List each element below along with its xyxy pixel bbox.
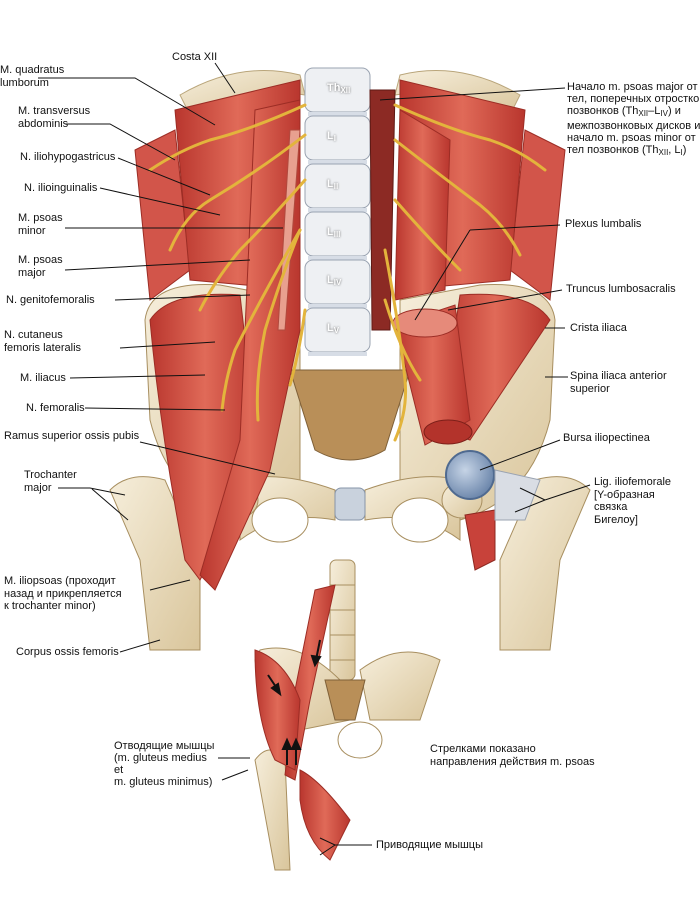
transversus-abdominis-muscle — [134, 129, 566, 301]
intervertebral-disc-3 — [308, 208, 367, 212]
label-quadratus-lumborum: M. quadratus lumborum — [0, 64, 65, 89]
bursa-iliopectinea — [445, 450, 495, 500]
label-ramus-superior: Ramus superior ossis pubis — [4, 430, 140, 442]
vertebra-label-3: LII — [327, 178, 339, 191]
origin-line-6: тел позвонков (ThXII, LI) — [567, 144, 687, 157]
label-n-iliohypogastricus: N. iliohypogastricus — [20, 151, 116, 163]
vertebral-column — [304, 67, 371, 356]
label-lig-iliofemorale: Lig. iliofemorale [Y-образная связка Биг… — [594, 476, 672, 526]
label-bursa-iliopectinea: Bursa iliopectinea — [563, 432, 650, 444]
intervertebral-disc-4 — [308, 256, 367, 260]
lig-iliofemorale — [494, 469, 541, 521]
label-abductors: Отводящие мышцы (m. gluteus medius et m.… — [114, 740, 215, 788]
label-n-cutaneus-femoris: N. cutaneus femoris lateralis — [4, 329, 82, 354]
psoas-major-right-cut — [392, 109, 496, 571]
intervertebral-disc-5 — [308, 304, 367, 308]
label-crista-iliaca: Crista iliaca — [570, 322, 627, 334]
label-psoas-origin: Начало m. psoas major от тел, поперечных… — [567, 81, 700, 159]
label-corpus-ossis-femoris: Corpus ossis femoris — [16, 646, 119, 658]
intervertebral-disc-6 — [308, 352, 367, 356]
vertebra-label-5: LIV — [327, 274, 342, 287]
label-plexus-lumbalis: Plexus lumbalis — [565, 218, 642, 230]
label-transversus-abdominis: M. transversus abdominis — [18, 105, 91, 130]
label-truncus-lumbosacralis: Truncus lumbosacralis — [566, 283, 676, 295]
origin-line-1: Начало m. psoas major от — [567, 81, 698, 93]
psoas-origin-attachments — [369, 89, 396, 331]
origin-line-4: межпозвонковых дисков и — [567, 120, 700, 132]
label-n-genitofemoralis: N. genitofemoralis — [6, 294, 95, 306]
vertebra-body-2 — [304, 115, 371, 161]
small-hip-figure — [254, 559, 441, 871]
origin-line-2: тел, поперечных отростков — [567, 93, 700, 105]
label-trochanter-major: Trochanter major — [24, 469, 77, 494]
vertebra-label-1: ThXII — [327, 82, 351, 95]
label-psoas-major: M. psoas major — [18, 254, 63, 279]
vertebra-label-2: LI — [327, 130, 336, 143]
origin-line-5: начало m. psoas minor от — [567, 132, 696, 144]
label-n-femoralis: N. femoralis — [26, 402, 85, 414]
vertebra-label-4: LIII — [327, 226, 341, 239]
label-m-iliopsoas: M. iliopsoas (проходит назад и прикрепля… — [4, 575, 122, 612]
origin-line-3: позвонков (ThXII–LIV) и — [567, 105, 681, 118]
label-m-iliacus: M. iliacus — [20, 372, 66, 384]
vertebra-label-6: LV — [327, 322, 340, 335]
intervertebral-disc-1 — [308, 112, 367, 116]
label-adductors: Приводящие мышцы — [376, 839, 484, 851]
label-arrows-note: Стрелками показано направления действия … — [430, 743, 595, 768]
label-psoas-minor: M. psoas minor — [18, 212, 63, 237]
label-n-ilioinguinalis: N. ilioinguinalis — [24, 182, 98, 194]
leader-lines — [38, 62, 591, 856]
label-spina-iliaca: Spina iliaca anterior superior — [570, 370, 667, 395]
intervertebral-disc-2 — [308, 160, 367, 164]
label-costa-xii: Costa XII — [172, 51, 218, 63]
